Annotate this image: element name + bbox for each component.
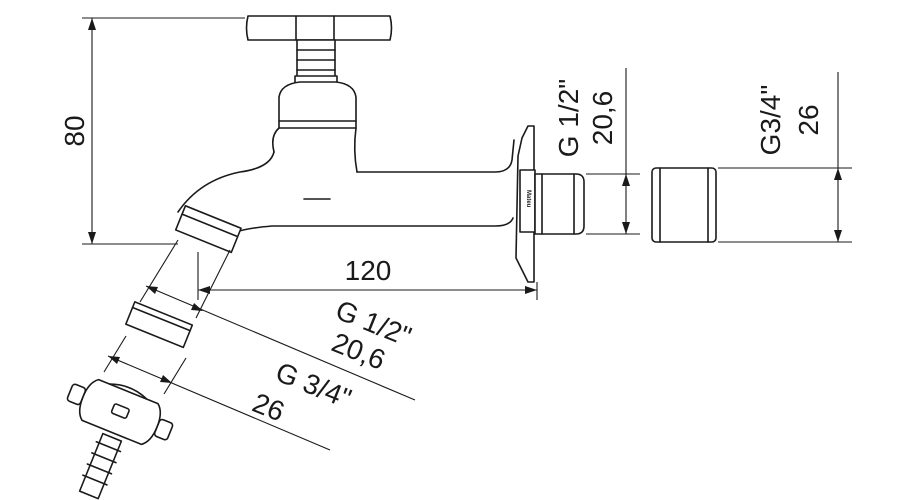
dimension-height: 80	[59, 17, 245, 245]
spout-nozzle	[174, 204, 242, 254]
hose-connector-ring	[125, 301, 194, 349]
outlet-thread-label: G 1/2"	[553, 79, 584, 157]
outlet-thread	[534, 173, 585, 235]
adapter-fitting	[651, 167, 717, 243]
dimension-outlet-thread: G 1/2" 20,6	[553, 68, 640, 235]
hose-connector-body	[66, 378, 174, 446]
hose-barb	[78, 432, 123, 500]
dimension-length: 120	[197, 252, 538, 300]
faucet-body	[177, 139, 515, 233]
wall-flange: Mateu	[515, 125, 536, 283]
length-label: 120	[345, 255, 392, 286]
dimension-adapter: G3/4" 26	[718, 72, 852, 243]
bonnet	[272, 81, 358, 173]
angled-hose-size-label: 26	[248, 387, 289, 427]
handle	[245, 15, 393, 85]
adapter-size-label: 26	[793, 104, 824, 135]
adapter-thread-label: G3/4"	[755, 85, 786, 156]
height-label: 80	[59, 115, 90, 146]
brand-label: Mateu	[525, 190, 531, 208]
outlet-size-label: 20,6	[587, 91, 618, 146]
